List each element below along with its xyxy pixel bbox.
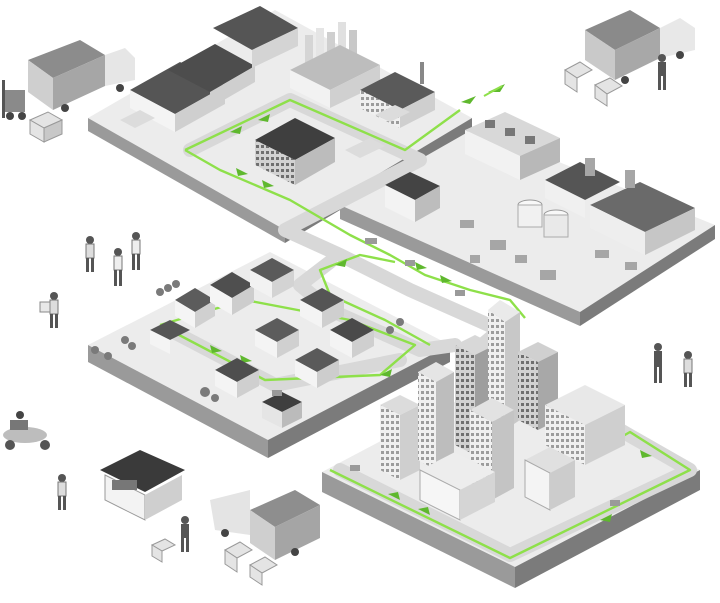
loading-garage bbox=[385, 172, 440, 222]
courier-person-icon bbox=[39, 54, 693, 552]
delivery-scooter-icon bbox=[3, 411, 50, 450]
industrial-machinery bbox=[460, 158, 637, 280]
warehouse-building bbox=[130, 6, 298, 132]
kiosk-icon bbox=[100, 450, 185, 521]
industrial-warehouse bbox=[545, 162, 695, 255]
industrial-complex bbox=[465, 112, 560, 180]
dark-factory bbox=[255, 118, 335, 185]
boxes-icon bbox=[28, 61, 623, 586]
forklift-icon bbox=[2, 80, 26, 120]
route-arrow-icon bbox=[210, 84, 652, 522]
truck-icon bbox=[585, 10, 695, 84]
truck-icon bbox=[210, 490, 320, 560]
residential-houses bbox=[150, 258, 374, 428]
road-vehicles bbox=[272, 238, 620, 506]
trees bbox=[91, 280, 404, 402]
downtown-towers bbox=[380, 300, 625, 521]
small-sheds bbox=[120, 105, 410, 158]
truck-icon bbox=[28, 40, 135, 112]
factory-silos bbox=[290, 22, 380, 108]
storage-tanks bbox=[517, 199, 569, 238]
